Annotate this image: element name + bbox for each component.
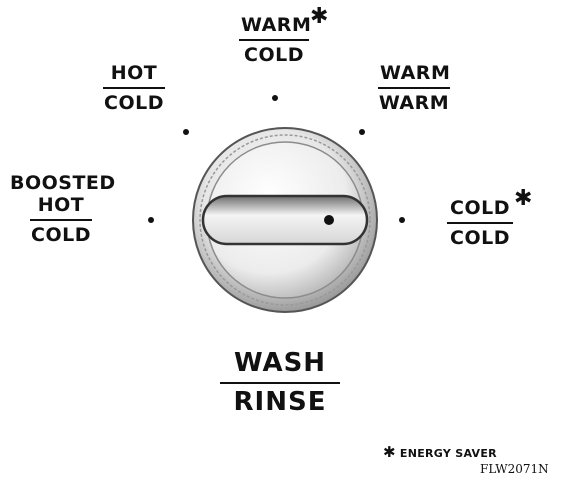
energy-saver-star-icon: ✱ — [514, 188, 532, 210]
knob-grip[interactable] — [203, 196, 367, 244]
position-dot-cold-cold — [399, 217, 405, 223]
position-dot-warm-cold — [272, 95, 278, 101]
setting-warm-warm-rinse: WARM — [378, 89, 450, 114]
knob-label-wash: WASH — [220, 348, 340, 384]
energy-saver-star-icon: ✱ — [383, 443, 396, 461]
figure-code: FLW2071N — [480, 462, 549, 476]
energy-saver-legend: ✱ ENERGY SAVER — [383, 443, 497, 461]
setting-warm-cold-wash: WARM — [239, 14, 309, 41]
setting-boosted-hot-cold: BOOSTED HOT COLD — [10, 172, 112, 246]
setting-hot-cold-rinse: COLD — [103, 89, 165, 114]
setting-boosted-hot-rinse: COLD — [30, 221, 92, 246]
setting-warm-warm-wash: WARM — [378, 62, 450, 89]
setting-hot-cold-wash: HOT — [103, 62, 165, 89]
wash-rinse-knob[interactable] — [185, 120, 385, 320]
setting-warm-cold: WARM COLD — [239, 14, 309, 66]
energy-saver-legend-text: ENERGY SAVER — [400, 447, 497, 460]
knob-label: WASH RINSE — [220, 348, 340, 417]
setting-warm-cold-rinse: COLD — [239, 41, 309, 66]
setting-hot-cold: HOT COLD — [103, 62, 165, 114]
setting-warm-warm: WARM WARM — [378, 62, 450, 114]
setting-boosted-label: BOOSTED — [10, 172, 112, 194]
position-dot-boosted-hot-cold — [148, 217, 154, 223]
setting-cold-cold-rinse: COLD — [447, 224, 513, 249]
knob-pointer-dot — [324, 215, 334, 225]
setting-cold-cold: COLD COLD — [447, 197, 513, 249]
energy-saver-star-icon: ✱ — [310, 6, 328, 28]
setting-boosted-hot-wash: HOT — [30, 194, 92, 221]
knob-label-rinse: RINSE — [220, 384, 340, 417]
setting-cold-cold-wash: COLD — [447, 197, 513, 224]
